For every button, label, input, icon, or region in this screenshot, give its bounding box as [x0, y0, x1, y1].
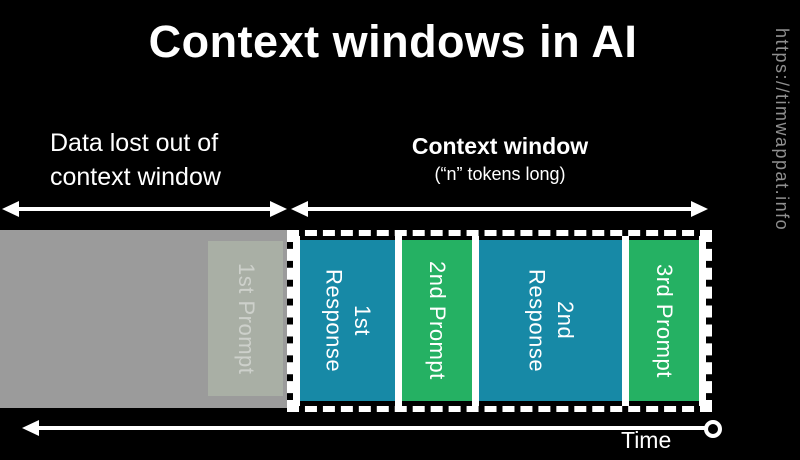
block-2nd-prompt: 2nd Prompt	[401, 236, 473, 406]
arrow-right-head-icon	[270, 201, 287, 217]
block-label: 3rd Prompt	[652, 263, 678, 378]
lost-range-arrow	[2, 201, 287, 217]
context-window-subtitle: (“n” tokens long)	[434, 164, 566, 184]
watermark-url: https://timwappat.info	[772, 28, 792, 232]
context-window-title: Context window	[411, 133, 589, 159]
block-1st-response: 1st Response	[300, 236, 395, 406]
lost-prompt-block: 1st Prompt	[208, 241, 283, 396]
time-axis-arrow	[22, 420, 706, 436]
block-label: 2nd Prompt	[425, 261, 451, 380]
page-title: Context windows in AI	[148, 16, 638, 67]
data-lost-label: Data lost out of context window	[50, 129, 221, 191]
time-axis-label: Time	[621, 427, 672, 453]
block-3rd-prompt: 3rd Prompt	[628, 236, 700, 406]
context-window-label: Context window (“n” tokens long)	[290, 133, 710, 185]
block-2nd-response: 2nd Response	[479, 236, 622, 406]
time-axis-origin-ring-icon	[704, 420, 722, 438]
block-label: 1st Prompt	[233, 262, 259, 375]
context-range-arrow	[291, 201, 708, 217]
context-window-strip: 1st Response 2nd Prompt 2nd Response 3rd…	[293, 236, 706, 406]
block-label: 1st Response	[321, 268, 375, 373]
arrow-line	[299, 207, 700, 211]
arrow-line	[10, 207, 279, 211]
arrow-right-head-icon	[691, 201, 708, 217]
arrow-line	[30, 426, 706, 430]
context-window-box: 1st Response 2nd Prompt 2nd Response 3rd…	[287, 230, 712, 412]
block-label: 2nd Response	[524, 268, 578, 373]
